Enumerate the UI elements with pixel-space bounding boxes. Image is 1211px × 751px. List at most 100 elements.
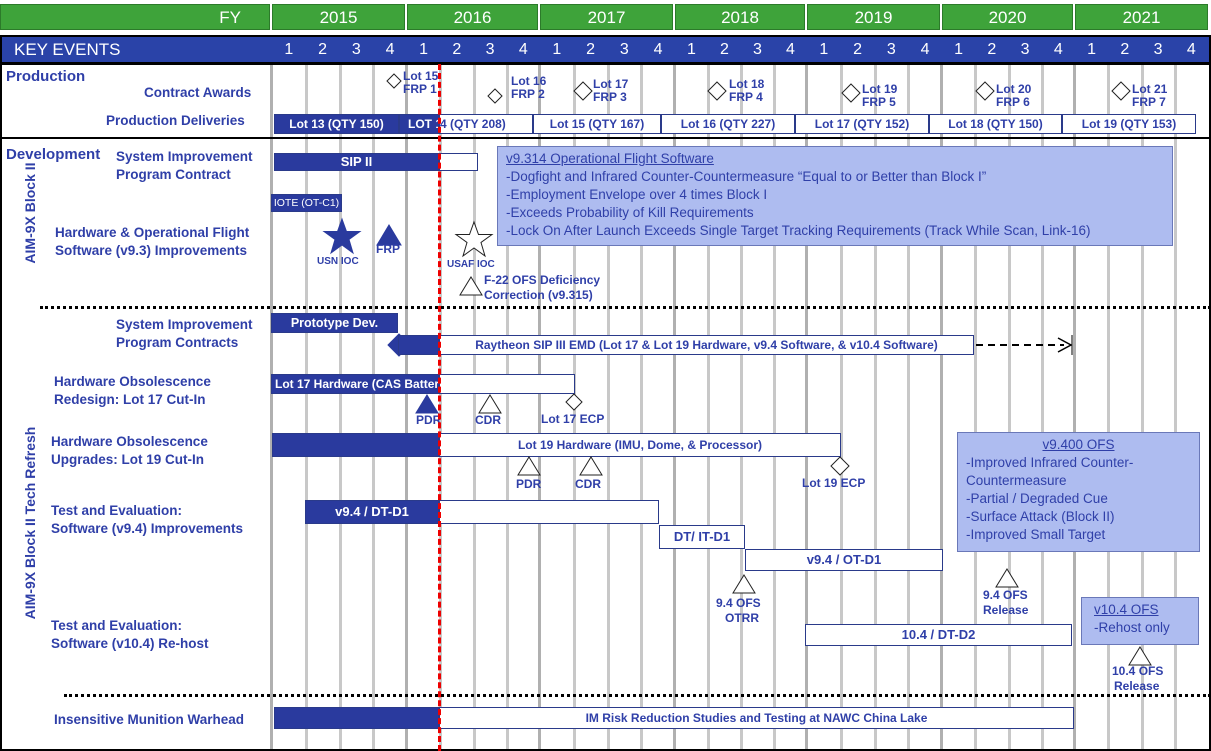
quarter-4: 4 <box>385 41 395 58</box>
quarter-4: 4 <box>518 41 528 58</box>
gridline <box>839 64 843 751</box>
info-v9314-line1: -Dogfight and Infrared Counter-Counterme… <box>506 169 987 184</box>
gridline <box>740 64 743 751</box>
info-v104-line1: -Rehost only <box>1094 620 1170 635</box>
gridline <box>1007 64 1011 751</box>
year-2020: 2020 <box>942 4 1073 30</box>
star-usaf-ioc <box>454 220 494 258</box>
year-gridline <box>538 64 541 751</box>
quarter-3: 3 <box>1020 41 1030 58</box>
quarter-4: 4 <box>1053 41 1063 58</box>
bar-lot13: Lot 13 (QTY 150) <box>274 114 399 134</box>
triangle-f22 <box>459 276 483 296</box>
quarter-4: 4 <box>786 41 795 58</box>
bar-sip3-complete <box>398 335 439 355</box>
quarter-1: 1 <box>954 41 964 58</box>
section-tech-refresh: AIM-9X Block II Tech Refresh <box>22 426 38 620</box>
year-gridline <box>405 64 408 751</box>
gridline <box>304 64 308 751</box>
row-production-deliveries: Production Deliveries <box>106 113 245 128</box>
gridline <box>338 64 342 751</box>
bar-lot17hw-remaining <box>439 374 575 394</box>
bar-iote: IOTE (OT-C1) <box>271 194 342 212</box>
label-ecp19: Lot 19 ECP <box>802 476 866 490</box>
info-v9314-title: v9.314 Operational Flight Software <box>506 151 714 166</box>
diamond-ecp19 <box>830 456 850 476</box>
row-contract-awards: Contract Awards <box>144 85 252 100</box>
bar-lot14-part1: LOT 1 <box>399 114 439 134</box>
label-lot15-2: FRP 1 <box>403 82 437 96</box>
gridline <box>907 64 911 751</box>
gridline <box>974 64 978 751</box>
row-hw-ofs-line1: Hardware & Operational Flight <box>55 225 250 240</box>
year-2017: 2017 <box>540 4 673 30</box>
gridline <box>472 64 476 751</box>
quarter-2: 2 <box>318 41 328 58</box>
gridline <box>640 64 644 751</box>
label-otrr-2: OTRR <box>725 611 759 625</box>
label-otrr-1: 9.4 OFS <box>716 596 761 610</box>
row-hw-ofs-line2: Software (v9.3) Improvements <box>55 243 248 258</box>
diamond-lot15 <box>386 73 402 89</box>
gridline <box>1140 64 1144 751</box>
quarter-4: 4 <box>1186 41 1196 58</box>
year-gridline <box>940 64 943 751</box>
row-imw: Insensitive Munition Warhead <box>54 712 245 727</box>
quarter-3: 3 <box>485 41 495 58</box>
label-pdr17: PDR <box>416 413 442 427</box>
row-te94-line2: Software (v9.4) Improvements <box>51 521 244 536</box>
info-v9314: v9.314 Operational Flight Software -Dogf… <box>497 146 1173 246</box>
quarter-1: 1 <box>284 41 294 58</box>
section-block2: AIM-9X Block II <box>22 162 38 264</box>
bar-otd1: v9.4 / OT-D1 <box>745 549 943 571</box>
bar-sip2: SIP II <box>274 153 439 171</box>
year-2018: 2018 <box>675 4 805 30</box>
label-lot16-2: FRP 2 <box>511 87 545 101</box>
row-hw-obs-line1: Hardware Obsolescence <box>54 374 211 389</box>
label-frp: FRP <box>376 242 400 256</box>
year-2021: 2021 <box>1075 4 1208 30</box>
key-events-label: KEY EVENTS <box>14 40 121 59</box>
triangle-rel104 <box>1128 646 1152 666</box>
separator-dotted-1 <box>40 306 1211 309</box>
gridline <box>1107 64 1111 751</box>
label-cdr17: CDR <box>475 413 501 427</box>
row-sip-contracts-line2: Program Contracts <box>116 335 239 350</box>
info-v9400-line5: -Improved Small Target <box>966 527 1106 542</box>
label-lot20-1: Lot 20 <box>996 82 1032 96</box>
info-v9314-line4: -Lock On After Launch Exceeds Single Tar… <box>506 223 1091 238</box>
label-lot19-2: FRP 5 <box>862 95 896 109</box>
gridline <box>606 64 610 751</box>
label-lot17-1: Lot 17 <box>593 77 629 91</box>
info-v9314-line2: -Employment Envelope over 4 times Block … <box>506 187 768 202</box>
diamond-ecp17 <box>565 393 583 411</box>
info-v9400: v9.400 OFS -Improved Infrared Counter- C… <box>957 432 1200 552</box>
triangle-cdr17 <box>478 394 502 414</box>
section-development: Development <box>6 146 101 163</box>
info-v9400-line2: Countermeasure <box>966 473 1067 488</box>
quarter-1: 1 <box>552 41 562 58</box>
quarter-1: 1 <box>1087 41 1097 58</box>
info-v9400-line3: -Partial / Degraded Cue <box>966 491 1108 506</box>
row-te104-line2: Software (v10.4) Re-host <box>51 636 209 651</box>
quarter-4: 4 <box>653 41 663 58</box>
row-te104-line1: Test and Evaluation: <box>51 618 183 633</box>
bar-lot17: Lot 17 (QTY 152) <box>795 114 929 134</box>
bar-im: IM Risk Reduction Studies and Testing at… <box>439 707 1074 729</box>
bar-lot14-part2: 4 (QTY 208) <box>439 114 533 134</box>
diamond-lot19 <box>841 83 861 103</box>
gridline <box>372 64 376 751</box>
quarter-1: 1 <box>819 41 829 58</box>
bar-dtd2: 10.4 / DT-D2 <box>805 624 1072 646</box>
fy-label: FY <box>0 4 270 30</box>
label-f22-2: Correction (v9.315) <box>484 288 593 302</box>
label-lot18-2: FRP 4 <box>729 90 763 104</box>
label-lot18-1: Lot 18 <box>729 77 765 91</box>
diamond-lot18 <box>707 81 727 101</box>
triangle-frp <box>376 224 402 246</box>
year-gridline <box>1073 64 1076 751</box>
gridline <box>873 64 877 751</box>
bar-dtd1: v9.4 / DT-D1 <box>305 500 439 524</box>
row-sip-contract-line1: System Improvement <box>116 149 253 164</box>
row-hw-upg-line1: Hardware Obsolescence <box>51 434 208 449</box>
